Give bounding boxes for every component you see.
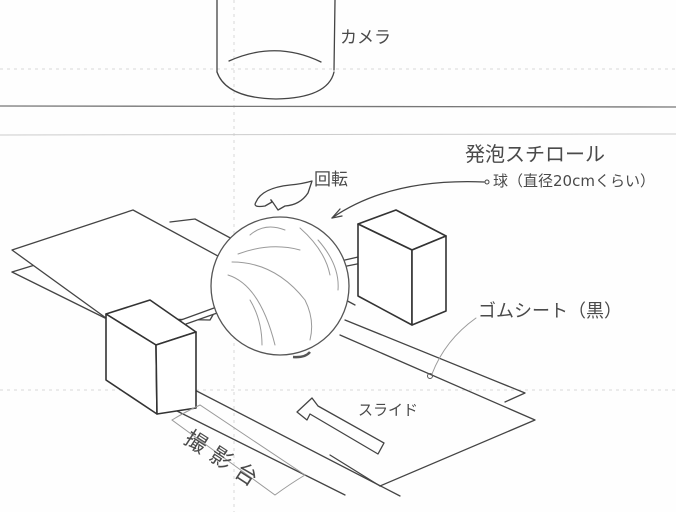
- left-motor-box: [105, 299, 197, 415]
- sphere-title-label: 発泡スチロール: [465, 142, 605, 166]
- top-sheet: [11, 209, 241, 321]
- sphere-detail-label: 球（直径20cmくらい）: [493, 172, 655, 190]
- section-divider: [0, 105, 676, 108]
- rotation-arrow-icon: [254, 180, 313, 211]
- sphere-leader-line: [331, 180, 485, 219]
- foam-sphere: [210, 216, 350, 359]
- stage-label-box: [171, 404, 306, 496]
- slide-label: スライド: [358, 401, 419, 419]
- slide-arrow-icon: [296, 397, 385, 455]
- camera-icon: [216, 0, 336, 100]
- faint-divider: [0, 133, 676, 136]
- right-motor-box: [357, 209, 447, 326]
- sheet-leader-line: [431, 317, 477, 375]
- camera-label: カメラ: [340, 28, 391, 48]
- rubber-sheet-label: ゴムシート（黒）: [478, 301, 622, 322]
- rotation-label: 回転: [314, 170, 348, 190]
